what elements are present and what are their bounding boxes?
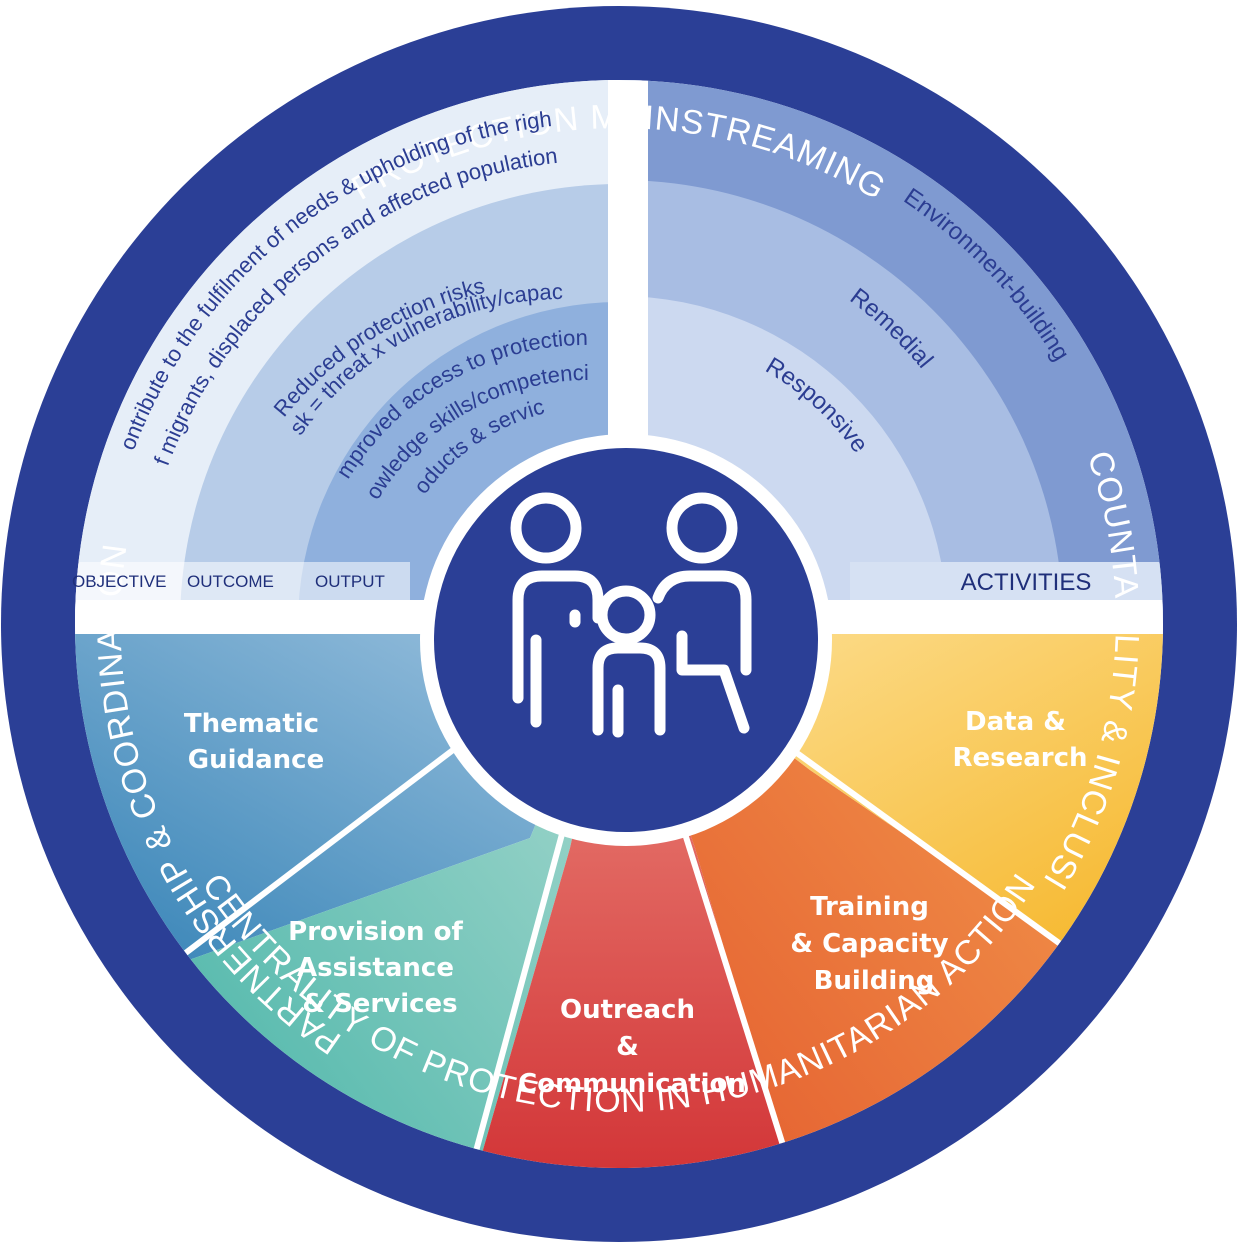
activities-label-strip bbox=[850, 562, 1163, 600]
outcome-label: OUTCOME bbox=[187, 572, 274, 591]
segment-label-thematic-guidance: Thematic Guidance bbox=[184, 709, 328, 775]
segment-label-provision-assistance: Provision of Assistance & Services bbox=[288, 917, 472, 1019]
results-label-strip bbox=[75, 562, 410, 600]
family-icon bbox=[510, 492, 752, 738]
segment-label-outreach-communication: Outreach & Communication bbox=[518, 995, 746, 1099]
segment-outreach-communication bbox=[455, 624, 810, 1168]
activities-label: ACTIVITIES bbox=[961, 569, 1092, 596]
segment-label-data-research: Data & Research bbox=[952, 707, 1087, 773]
objective-label: OBJECTIVE bbox=[72, 572, 166, 591]
output-label: OUTPUT bbox=[315, 572, 385, 591]
segment-label-training-capacity: Training & Capacity Building bbox=[790, 892, 957, 996]
